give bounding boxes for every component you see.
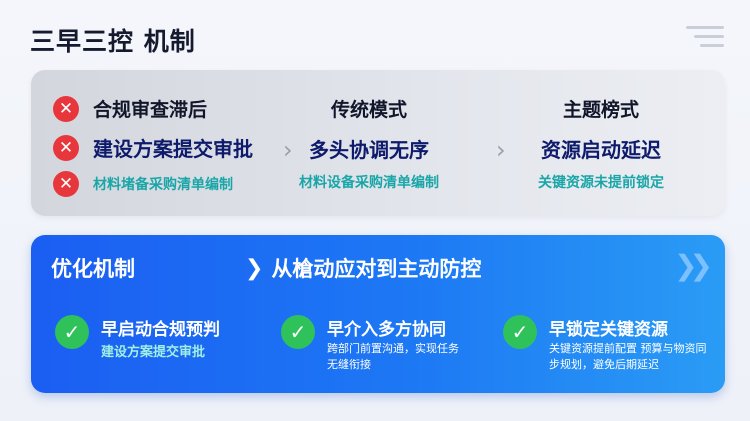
old-head-1: 合规审查滞后 [93,99,208,121]
old-small-1: 材料堵备采购清单编制 [93,177,233,193]
old-row-3: ✕ 材料堵备采购清单编制 [53,171,233,197]
arrow-right-icon: › [496,136,506,164]
item-sub-1: 建设方案提交审批 [101,345,206,360]
item-desc-3: 关键资源提前配置 预算与物资同步规划，避免后期延迟 [549,342,707,371]
arrow-right-icon: › [283,136,293,164]
old-head-3: 主题榜式 [562,99,639,121]
x-icon: ✕ [53,171,79,197]
x-icon: ✕ [53,95,79,122]
check-icon: ✓ [55,315,89,349]
old-row-1: ✕ 合规审查滞后 [53,95,207,122]
old-small-3: 关键资源未提前锁定 [538,175,664,191]
old-big-1: 建设方案提交审批 [93,137,253,161]
slogan-text: 从槍动应对到主动防控 [271,257,482,281]
menu-icon[interactable] [686,26,724,53]
old-row-2: ✕ 建设方案提交审批 [53,133,253,162]
chevron-right-icon: ❯ [245,255,264,281]
optimized-mechanism-panel: 优化机制 ❯ 从槍动应对到主动防控 ❯❯ ✓ 早启动合规预判 建设方案提交审批 … [31,235,725,393]
double-chevron-icon: ❯❯ [674,249,713,282]
check-icon: ✓ [281,315,315,349]
item-title-2: 早介入多方协同 [327,320,446,340]
old-big-3: 资源启动延迟 [541,138,661,162]
check-icon: ✓ [503,315,537,349]
item-title-1: 早启动合规预判 [101,320,220,340]
old-small-2: 材料设备采购清单编制 [299,175,439,191]
x-icon: ✕ [53,134,79,161]
new-title: 优化机制 [51,257,135,281]
old-head-2: 传统模式 [330,99,407,121]
new-slogan: ❯ 从槍动应对到主动防控 [245,253,481,283]
old-big-2: 多头协调无序 [309,138,429,162]
page-title: 三早三控 机制 [30,27,196,56]
item-desc-2: 跨部门前置沟通，实现任务无缝衔接 [327,342,459,371]
item-title-3: 早锁定关键资源 [549,320,668,340]
traditional-mode-panel: ✕ 合规审查滞后 ✕ 建设方案提交审批 ✕ 材料堵备采购清单编制 › 传统模式 … [31,70,725,216]
